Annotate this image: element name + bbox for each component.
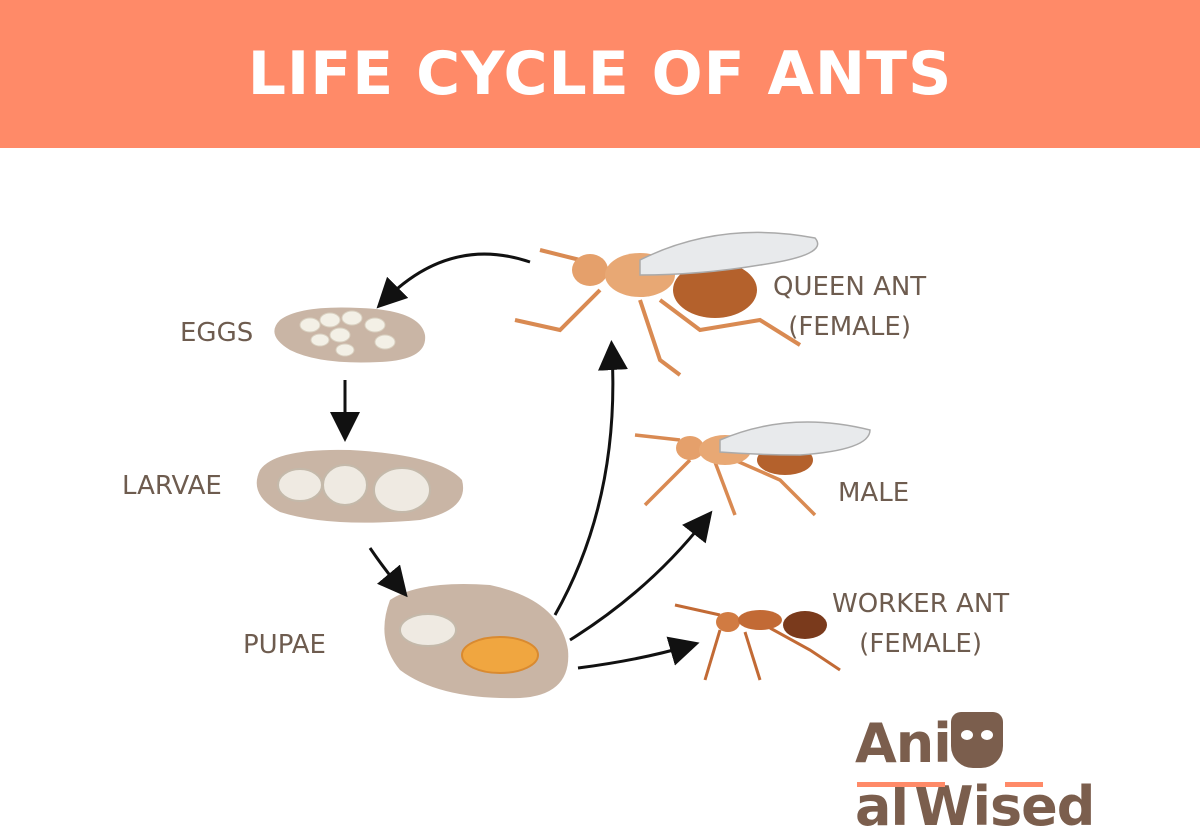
eggs-illustration bbox=[274, 307, 426, 363]
title-banner: LIFE CYCLE OF ANTS bbox=[0, 0, 1200, 148]
label-queen-ant: QUEEN ANT (FEMALE) bbox=[773, 267, 926, 347]
queen-line2: (FEMALE) bbox=[788, 312, 911, 342]
pupae-illustration bbox=[384, 584, 569, 699]
worker-line2: (FEMALE) bbox=[859, 629, 982, 659]
life-cycle-diagram bbox=[256, 231, 871, 699]
label-eggs: EGGS bbox=[180, 318, 254, 348]
worker-line1: WORKER ANT bbox=[832, 589, 1010, 619]
queen-line1: QUEEN ANT bbox=[773, 272, 927, 302]
page-title: LIFE CYCLE OF ANTS bbox=[247, 39, 953, 109]
larvae-illustration bbox=[256, 449, 464, 523]
queen-ant-illustration bbox=[514, 231, 819, 377]
label-worker-ant: WORKER ANT (FEMALE) bbox=[832, 584, 1009, 664]
label-pupae: PUPAE bbox=[243, 630, 326, 660]
cat-icon bbox=[950, 712, 1003, 768]
label-larvae: LARVAE bbox=[122, 471, 222, 501]
label-male: MALE bbox=[838, 478, 910, 508]
logo-part1: Ani bbox=[855, 712, 952, 775]
worker-ant-illustration bbox=[674, 603, 841, 681]
male-ant-illustration bbox=[634, 421, 871, 517]
cycle-arrows bbox=[330, 252, 713, 670]
